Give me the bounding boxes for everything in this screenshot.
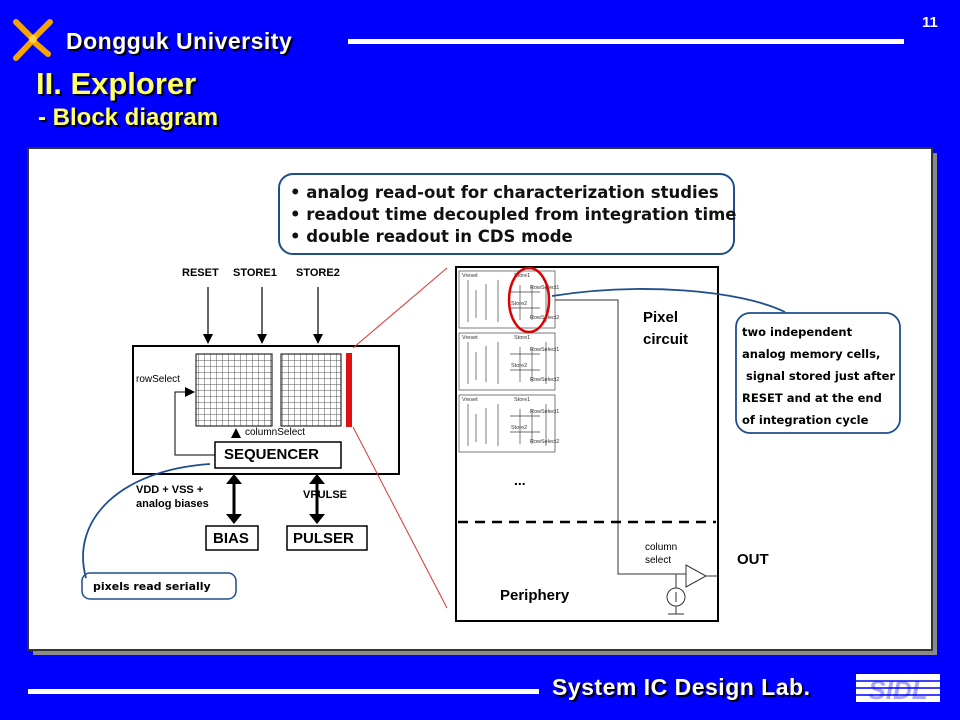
feature-item: analog read-out for characterization stu… <box>290 182 736 204</box>
reset-label: RESET <box>182 267 219 279</box>
column-select-sw-label-1: column <box>645 542 678 553</box>
store1-label: STORE1 <box>233 267 277 279</box>
svg-text:RowSelect2: RowSelect2 <box>530 377 559 383</box>
store2-label: STORE2 <box>296 267 340 279</box>
row-select-label: rowSelect <box>136 374 180 385</box>
svg-text:RowSelect2: RowSelect2 <box>530 439 559 445</box>
pixels-read-box <box>81 572 237 600</box>
svg-text:RowSelect1: RowSelect1 <box>530 285 559 291</box>
footer-divider <box>28 689 539 694</box>
feature-item: readout time decoupled from integration … <box>290 204 736 226</box>
slide-subtitle: - Block diagram <box>38 104 219 131</box>
column-highlight <box>346 353 352 427</box>
university-logo-icon <box>13 19 53 61</box>
pixel-label-vreset: Vreset <box>462 273 478 279</box>
svg-text:Store2: Store2 <box>511 363 527 369</box>
bias-label: BIAS <box>213 530 249 547</box>
svg-text:RowSelect1: RowSelect1 <box>530 347 559 353</box>
bias-box <box>205 525 259 551</box>
sidl-logo-icon: SIDL <box>856 674 940 705</box>
svg-text:Store1: Store1 <box>514 273 530 279</box>
callout-line: analog memory cells, <box>742 347 881 361</box>
pixel-matrix-2 <box>280 353 342 427</box>
pixel-circuit-label-1: Pixel <box>643 309 679 326</box>
output-buffer <box>685 564 708 588</box>
pulser-box <box>286 525 368 551</box>
out-label: OUT <box>737 551 769 568</box>
header-divider <box>348 39 904 44</box>
svg-text:Store1: Store1 <box>514 397 530 403</box>
ellipsis-label: ... <box>514 472 526 488</box>
pixel-circuit-label-2: circuit <box>643 331 689 348</box>
vpulse-label: VPULSE <box>303 489 348 501</box>
svg-text:Vreset: Vreset <box>462 335 478 341</box>
feature-item: double readout in CDS mode <box>290 226 736 248</box>
svg-text:Store2: Store2 <box>511 301 527 307</box>
callout-line: signal stored just after <box>742 369 896 383</box>
lab-name: System IC Design Lab. <box>552 674 811 700</box>
svg-text:RowSelect1: RowSelect1 <box>530 409 559 415</box>
memory-cells-highlight <box>507 266 551 334</box>
svg-text:Store1: Store1 <box>514 335 530 341</box>
memory-cells-callout <box>735 312 901 434</box>
column-select-label: columnSelect <box>245 427 306 438</box>
svg-text:Vreset: Vreset <box>462 397 478 403</box>
pixel-matrix-1 <box>195 353 273 427</box>
callout-line: of integration cycle <box>742 413 869 427</box>
sequencer-box <box>214 441 342 469</box>
features-list: analog read-out for characterization stu… <box>290 182 736 248</box>
column-select-sw-label-2: select <box>645 555 672 566</box>
zoom-box <box>455 266 719 622</box>
callout-line: RESET and at the end <box>742 391 882 405</box>
page-number: 11 <box>922 14 938 31</box>
memory-cells-description: two independent analog memory cells, sig… <box>742 321 895 431</box>
bias-signals-label-2: analog biases <box>136 498 209 510</box>
sequencer-label: SEQUENCER <box>224 446 320 463</box>
sidl-logo-text: SIDL <box>868 675 927 705</box>
callout-line: two independent <box>742 325 853 339</box>
periphery-label: Periphery <box>500 587 570 604</box>
pulser-label: PULSER <box>293 530 354 547</box>
svg-text:Store2: Store2 <box>511 425 527 431</box>
university-name: Dongguk University <box>66 28 293 54</box>
slide-title: II. Explorer <box>36 66 197 101</box>
bias-signals-label-1: VDD + VSS + <box>136 484 204 496</box>
pixels-read-label: pixels read serially <box>93 580 211 593</box>
